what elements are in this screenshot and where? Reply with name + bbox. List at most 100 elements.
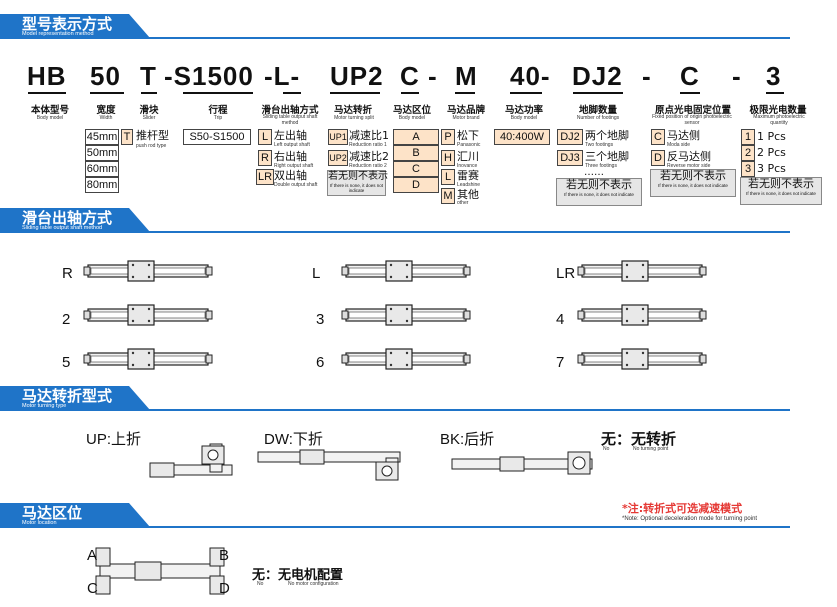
location-option: C (393, 161, 439, 177)
turning-en: Reduction ratio 1 (349, 142, 387, 148)
origin-none-en: If there is none, it does not indicate (658, 183, 728, 188)
turning-code: UP2 (328, 150, 348, 166)
footing-en: Two footings (585, 142, 614, 148)
width-option: 45mm (85, 129, 119, 145)
location-option: A (393, 129, 439, 145)
col-label-en: Fixed position of origin photoelectric s… (652, 114, 732, 126)
col-label-en: Number of footings (576, 115, 620, 121)
location-label: B (219, 547, 230, 564)
location-option: B (393, 145, 439, 161)
brand-zh: 雷赛 (457, 169, 479, 182)
col-label-zh: 马达功率 (504, 105, 543, 116)
section-subtitle: Sliding table output shaft method (22, 225, 103, 231)
code-part: - (642, 61, 652, 91)
no-motor-en: No motor configuration (288, 581, 339, 587)
underline (183, 92, 253, 94)
shaft-en: Right output shaft (274, 163, 314, 169)
origin-en: Moda side (667, 142, 691, 148)
col-label-en: Width (99, 115, 113, 121)
shaft-type-label: R (62, 265, 73, 282)
underline (573, 92, 623, 94)
turning-none-zh: 若无则不表示 (328, 171, 388, 182)
brand-en: Inovance (457, 163, 478, 169)
code-part: HB (27, 61, 67, 91)
section-banner-turning: 马达转折型式 Motor turning type (0, 386, 790, 411)
underline (455, 92, 475, 94)
rail-diagram-4 (577, 304, 707, 326)
section-title: 滑台出轴方式 (22, 209, 113, 227)
code-part: 50 (90, 61, 121, 91)
code-part: UP2 (330, 61, 384, 91)
shaft-zh: 左出轴 (274, 129, 307, 142)
turn-type-label: UP:上折 (86, 431, 142, 448)
rail-diagram-2 (83, 304, 213, 326)
code-part: -S1500 (164, 61, 254, 91)
limit-label: 2 Pcs (757, 146, 786, 159)
no-turn-no: No (603, 446, 610, 452)
turning-en: Reduction ratio 2 (349, 163, 387, 169)
col-label-zh: 极限光电数量 (749, 105, 807, 116)
section-banner-slide: 滑台出轴方式 Sliding table output shaft method (0, 208, 790, 233)
turn-diagram-bk (451, 451, 593, 475)
brand-code: P (441, 129, 455, 145)
footing-none-zh: 若无则不表示 (566, 179, 632, 191)
shaft-type-label: 7 (556, 354, 565, 371)
shaft-en: Left output shaft (274, 142, 310, 148)
turn-diagram-dw (257, 449, 401, 481)
origin-zh: 马达侧 (667, 129, 700, 142)
turning-none-en: If there is none, it does not indicate (329, 183, 384, 193)
turn-type-label: DW:下折 (264, 431, 323, 448)
width-option: 60mm (85, 161, 119, 177)
shaft-type-label: 6 (316, 354, 325, 371)
no-motor-zh: 无：无电机配置 (252, 567, 344, 582)
col-label-zh: 本体型号 (30, 105, 69, 116)
brand-zh: 松下 (457, 129, 479, 142)
underline (90, 92, 124, 94)
section-subtitle: Motor turning type (22, 403, 67, 409)
code-part: - (428, 61, 438, 91)
limit-code: 3 (741, 161, 755, 177)
code-part: C (400, 61, 420, 91)
slider-en: push rod type (136, 143, 167, 149)
footing-zh: 两个地脚 (585, 129, 629, 142)
note-en: *Note: Optional deceleration mode for tu… (622, 516, 758, 522)
brand-en: Leadshine (457, 182, 481, 188)
rail-diagram-3 (341, 304, 471, 326)
section-title: 马达转折型式 (22, 387, 113, 405)
turn-type-label: BK:后折 (440, 431, 495, 448)
limit-none-en: If there is none, it does not indicate (746, 191, 816, 196)
shaft-code: L (258, 129, 272, 145)
origin-code: C (651, 129, 665, 145)
col-label-zh: 马达转折 (333, 105, 372, 116)
turning-zh: 减速比1 (349, 129, 389, 142)
footing-zh: 三个地脚 (585, 150, 629, 163)
code-part: M (455, 61, 478, 91)
brand-code: H (441, 150, 455, 166)
section-banner-location: 马达区位 Motor location (0, 503, 790, 528)
origin-en: Reverse motor side (667, 163, 711, 169)
limit-code: 2 (741, 145, 755, 161)
underline (141, 92, 157, 94)
brand-code: L (441, 169, 455, 185)
rail-diagram-r (83, 260, 213, 282)
brand-zh: 其他 (457, 188, 479, 201)
origin-code: D (651, 150, 665, 166)
underline (283, 92, 301, 94)
limit-label: 1 Pcs (757, 130, 786, 143)
turning-zh: 减速比2 (349, 150, 389, 163)
note-zh: *注:转折式可选减速模式 (622, 502, 743, 515)
section-title: 型号表示方式 (22, 15, 113, 33)
col-label-en: Maximum photoelectric quantity (753, 114, 805, 126)
location-label: C (87, 580, 98, 597)
footing-none-box: 若无则不表示 If there is none, it does not ind… (556, 178, 642, 206)
shaft-type-label: 3 (316, 311, 325, 328)
shaft-type-label: 2 (62, 311, 71, 328)
trip-range: S50-S1500 (183, 129, 251, 145)
col-label-en: Trip (213, 115, 223, 121)
shaft-en: Double output shaft (274, 182, 318, 188)
shaft-type-label: LR (556, 265, 576, 282)
no-motor-no: No (257, 581, 264, 587)
turn-diagram-up (149, 443, 233, 478)
col-label-en: Sliding table output shaft method (262, 114, 318, 126)
